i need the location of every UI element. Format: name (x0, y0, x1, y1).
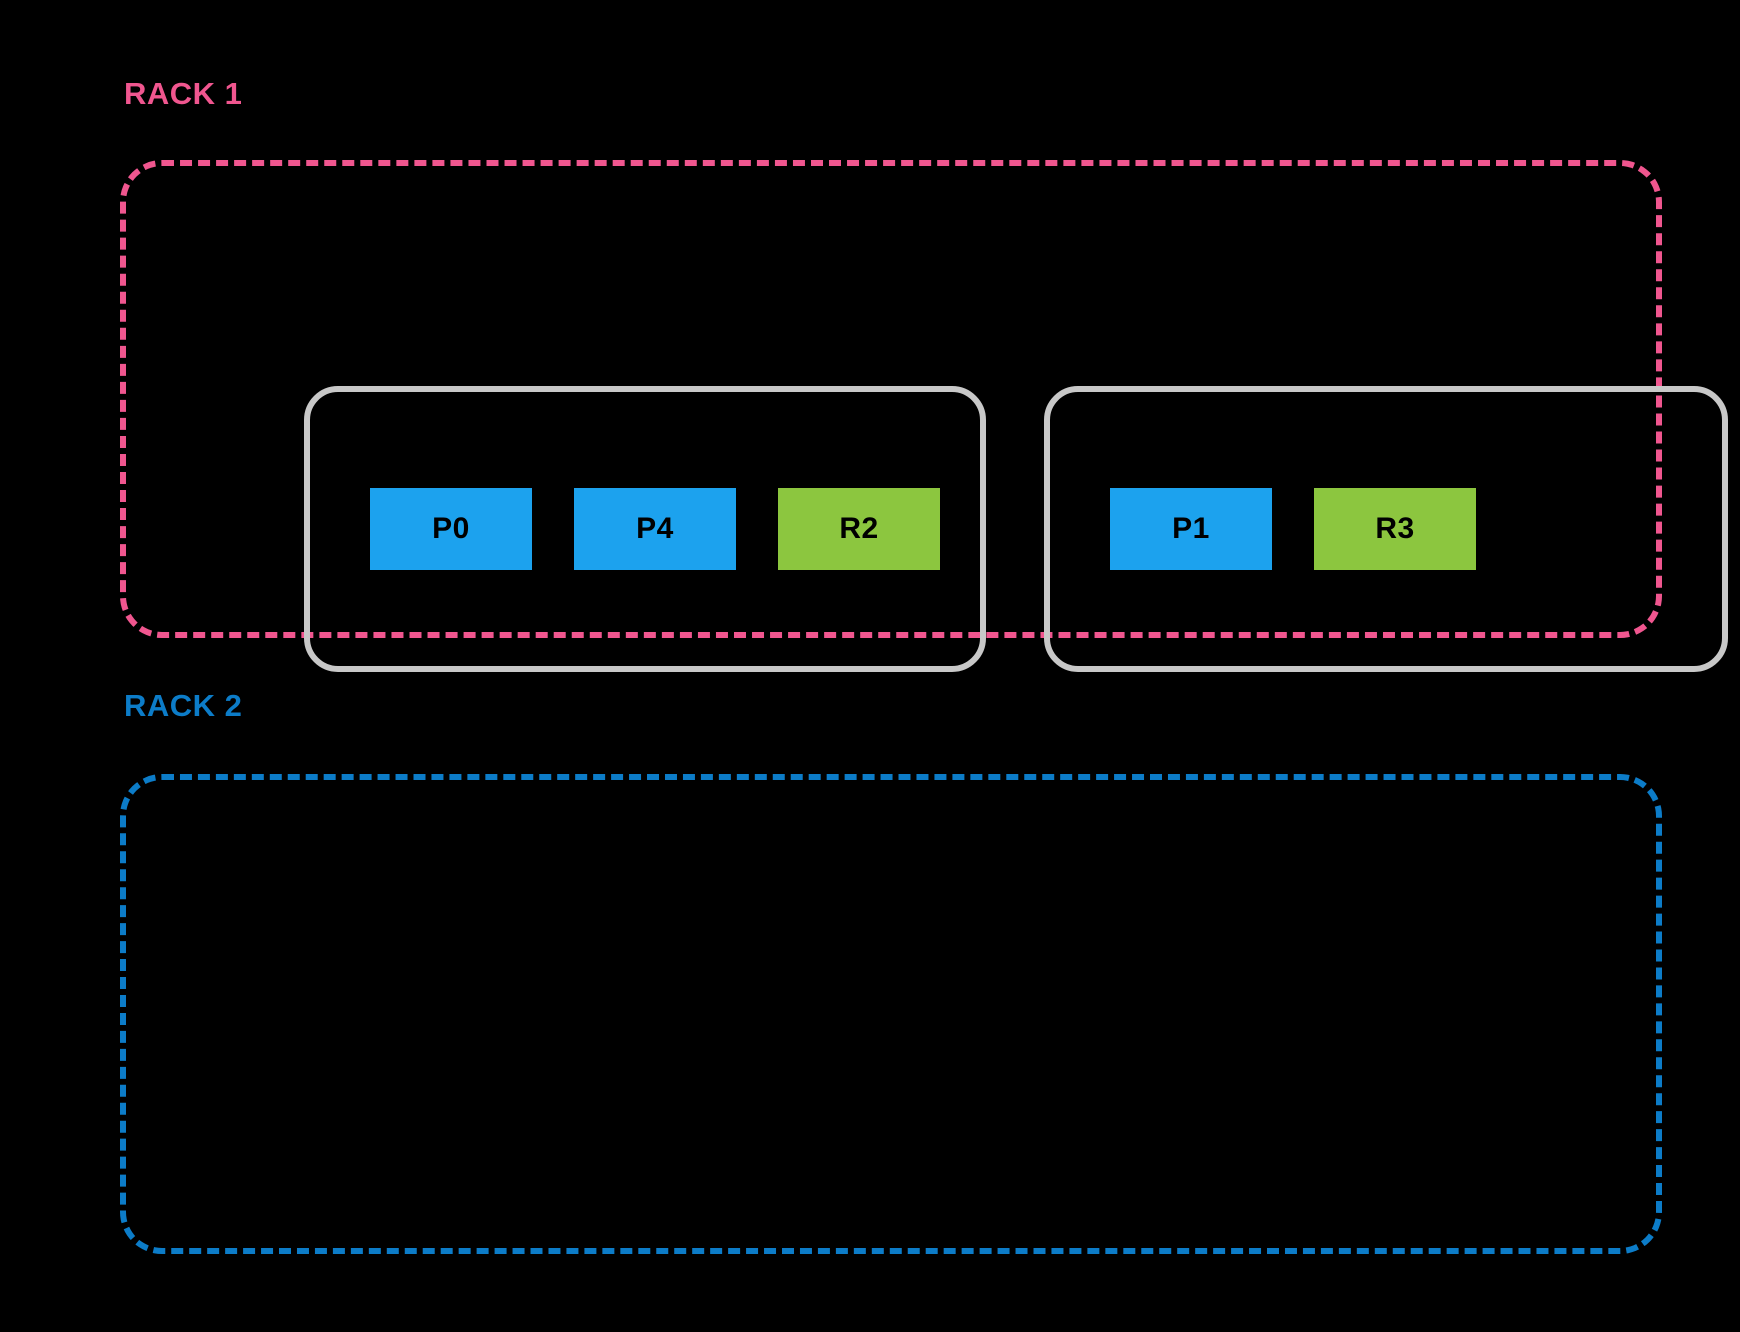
replica-block-r2[interactable]: R2 (778, 488, 940, 570)
rack-container-rack-2: P2 R0 R4 P3 R1 (120, 774, 1662, 1254)
host-box-rack1-host2: P1 R3 (1044, 386, 1728, 672)
rack-label-rack-2: RACK 2 (124, 688, 243, 723)
rack-label-rack-1: RACK 1 (124, 76, 243, 111)
block-row-rack1-host2: P1 R3 (1050, 488, 1476, 570)
rack-container-rack-1: P0 P4 R2 P1 R3 (120, 160, 1728, 672)
block-row-rack1-host1: P0 P4 R2 (310, 488, 940, 570)
partition-block-p1[interactable]: P1 (1110, 488, 1272, 570)
host-box-rack1-host1: P0 P4 R2 (304, 386, 986, 672)
partition-block-p4[interactable]: P4 (574, 488, 736, 570)
partition-block-p0[interactable]: P0 (370, 488, 532, 570)
replica-block-r3[interactable]: R3 (1314, 488, 1476, 570)
